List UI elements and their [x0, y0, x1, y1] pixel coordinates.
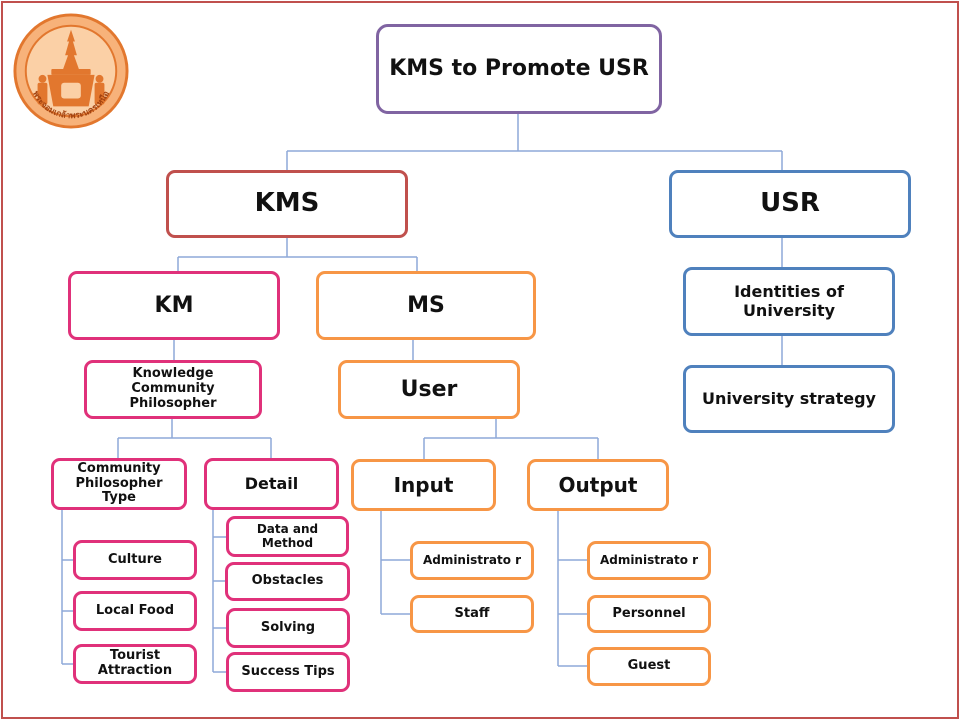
usr-node: USR — [669, 170, 911, 238]
detail-item: Success Tips — [226, 652, 350, 692]
root-node: KMS to Promote USR — [376, 24, 662, 114]
strategy-node: University strategy — [683, 365, 895, 433]
identities-node: Identities of University — [683, 267, 895, 336]
cp-type-item: Culture — [73, 540, 197, 580]
output-item: Personnel — [587, 595, 711, 633]
cp-type-node: Community Philosopher Type — [51, 458, 187, 510]
km-node: KM — [68, 271, 280, 340]
detail-item: Obstacles — [225, 562, 350, 601]
detail-item: Solving — [226, 608, 350, 648]
input-item: Administrato r — [410, 541, 534, 580]
output-node: Output — [527, 459, 669, 511]
input-item: Staff — [410, 595, 534, 633]
output-item: Administrato r — [587, 541, 711, 580]
user-node: User — [338, 360, 520, 419]
detail-node: Detail — [204, 458, 339, 510]
ms-node: MS — [316, 271, 536, 340]
cp-type-item: Tourist Attraction — [73, 644, 197, 684]
input-node: Input — [351, 459, 496, 511]
cp-type-item: Local Food — [73, 591, 197, 631]
knowledge-node: Knowledge Community Philosopher — [84, 360, 262, 419]
university-seal-logo: พระจอมเกล้าพระนครเหนือ — [13, 13, 129, 129]
detail-item: Data and Method — [226, 516, 349, 557]
kms-node: KMS — [166, 170, 408, 238]
output-item: Guest — [587, 647, 711, 686]
